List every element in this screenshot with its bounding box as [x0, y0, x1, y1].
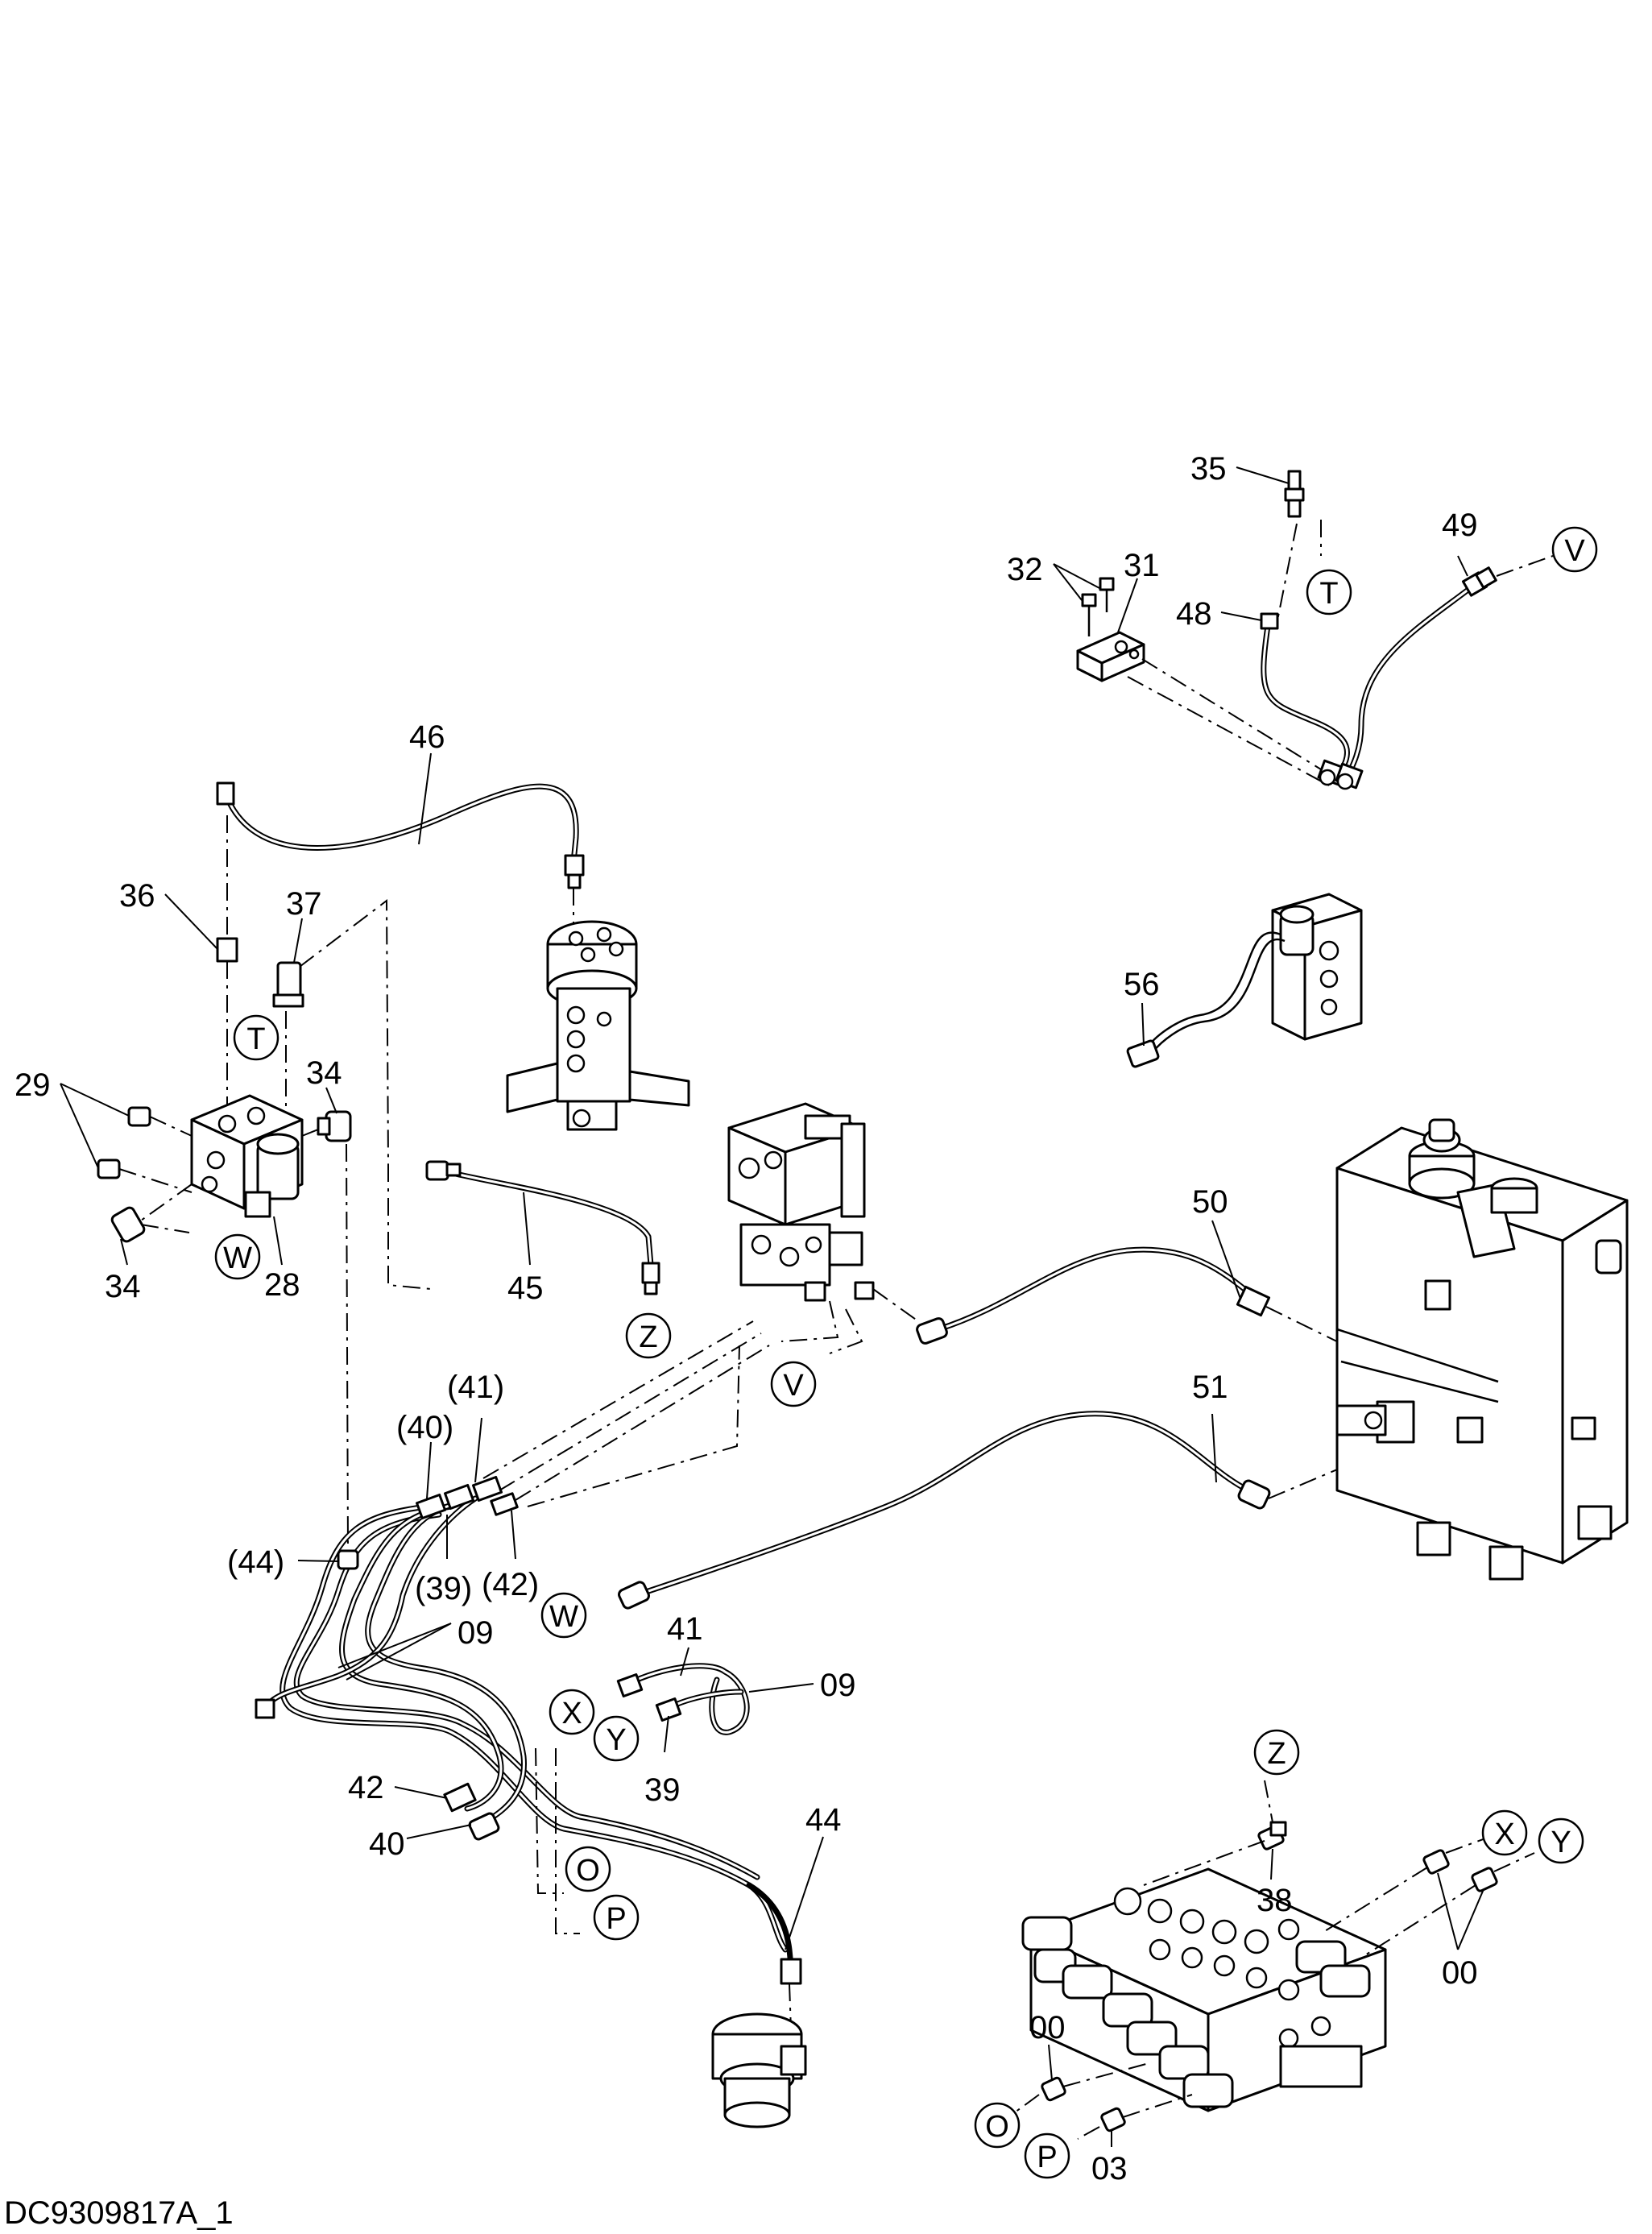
part-label-45: 45: [507, 1270, 544, 1306]
svg-text:X: X: [1494, 1817, 1514, 1851]
marker-x-right: X: [1481, 1809, 1528, 1856]
part-label-34-left: 34: [105, 1269, 141, 1304]
leader-lines: [60, 466, 1484, 2147]
pilot-valve-block: [727, 1102, 919, 1354]
marker-z-right: Z: [1253, 1729, 1300, 1776]
part-label-50: 50: [1192, 1184, 1228, 1220]
part-label-03: 03: [1091, 2151, 1128, 2186]
marker-t-top: T: [1306, 569, 1352, 615]
part-label-46: 46: [409, 719, 445, 755]
marker-w-left: W: [214, 1233, 261, 1280]
part-label-00-right: 00: [1442, 1955, 1478, 1991]
part-label-44: 44: [805, 1802, 842, 1838]
marker-p-left: P: [593, 1894, 640, 1941]
document-id: DC9309817A_1: [4, 2195, 234, 2231]
part-label-37: 37: [286, 886, 322, 922]
svg-text:X: X: [561, 1697, 582, 1730]
marker-v-center: V: [770, 1361, 817, 1407]
part-label-38: 38: [1257, 1883, 1293, 1918]
part-label-36: 36: [119, 878, 155, 914]
svg-text:Y: Y: [606, 1723, 626, 1757]
bolt: [1081, 593, 1097, 636]
bolt: [1099, 577, 1115, 612]
part-label-40-paren: (40): [396, 1410, 453, 1445]
marker-p-right: P: [1024, 2132, 1070, 2179]
hose-bundle-09: [255, 1320, 802, 1985]
junction-block: [1076, 631, 1145, 682]
marker-v-top: V: [1551, 526, 1598, 573]
part-label-49: 49: [1442, 508, 1478, 543]
svg-text:V: V: [1564, 534, 1585, 568]
part-label-44-paren: (44): [227, 1544, 284, 1580]
svg-text:V: V: [783, 1369, 804, 1403]
hose-50: [916, 1246, 1354, 1350]
solenoid-cartridge: [244, 1133, 300, 1218]
part-label-34-right: 34: [306, 1055, 342, 1091]
part-label-09-upper: 09: [458, 1615, 494, 1651]
connection-markers: T V T W Z V W X: [214, 526, 1598, 2179]
part-label-39: 39: [644, 1772, 681, 1808]
hose-45: [387, 1160, 660, 1295]
filter-housing: [711, 1983, 807, 2128]
sensor: [1284, 470, 1305, 518]
part-label-40: 40: [369, 1826, 405, 1862]
marker-y-left: Y: [593, 1715, 640, 1762]
part-labels: 35 49 32 31 48 46 36 37 56 29 34 34 28 5…: [14, 451, 1478, 2186]
svg-text:P: P: [1037, 2141, 1057, 2174]
part-label-00-left: 00: [1029, 2010, 1066, 2045]
part-label-41: 41: [667, 1611, 703, 1647]
part-label-42: 42: [348, 1770, 384, 1805]
hydraulic-tank: [1335, 1118, 1629, 1581]
part-label-09-right: 09: [820, 1668, 856, 1703]
svg-text:T: T: [1319, 577, 1338, 611]
hose-51: [617, 1411, 1342, 1610]
part-label-28: 28: [264, 1267, 300, 1303]
part-label-41-paren: (41): [447, 1370, 504, 1405]
svg-text:O: O: [576, 1854, 600, 1888]
hose-46-assembly: [216, 781, 585, 926]
part-label-48: 48: [1176, 596, 1212, 632]
svg-text:Z: Z: [639, 1320, 657, 1354]
svg-text:T: T: [246, 1022, 265, 1056]
svg-text:W: W: [223, 1241, 252, 1275]
marker-t-left: T: [233, 1014, 279, 1061]
marker-y-right: Y: [1538, 1817, 1584, 1864]
part-label-42-paren: (42): [482, 1567, 539, 1602]
main-control-valve: [1014, 1780, 1535, 2140]
part-label-29: 29: [14, 1067, 51, 1103]
svg-text:P: P: [606, 1902, 626, 1936]
part-label-56: 56: [1124, 967, 1160, 1002]
marker-z-left: Z: [625, 1312, 672, 1359]
left-valve-assembly: [97, 815, 389, 1552]
part-label-32: 32: [1007, 552, 1043, 587]
part-label-31: 31: [1124, 548, 1160, 583]
marker-x-left: X: [549, 1689, 595, 1735]
part-label-39-paren: (39): [415, 1571, 472, 1606]
marker-o-left: O: [565, 1846, 611, 1892]
part-label-35: 35: [1190, 451, 1227, 487]
svg-text:O: O: [985, 2110, 1009, 2144]
marker-o-right: O: [974, 2102, 1021, 2149]
solenoid-valve-56: [1126, 893, 1363, 1068]
part-label-51: 51: [1192, 1370, 1228, 1405]
svg-text:Z: Z: [1267, 1737, 1286, 1771]
swivel-joint: [506, 920, 690, 1131]
svg-text:Y: Y: [1551, 1826, 1571, 1859]
marker-w-center: W: [540, 1592, 587, 1639]
svg-text:W: W: [549, 1600, 578, 1634]
elbow-fitting: [272, 961, 304, 1008]
top-right-assembly: [1076, 470, 1554, 790]
